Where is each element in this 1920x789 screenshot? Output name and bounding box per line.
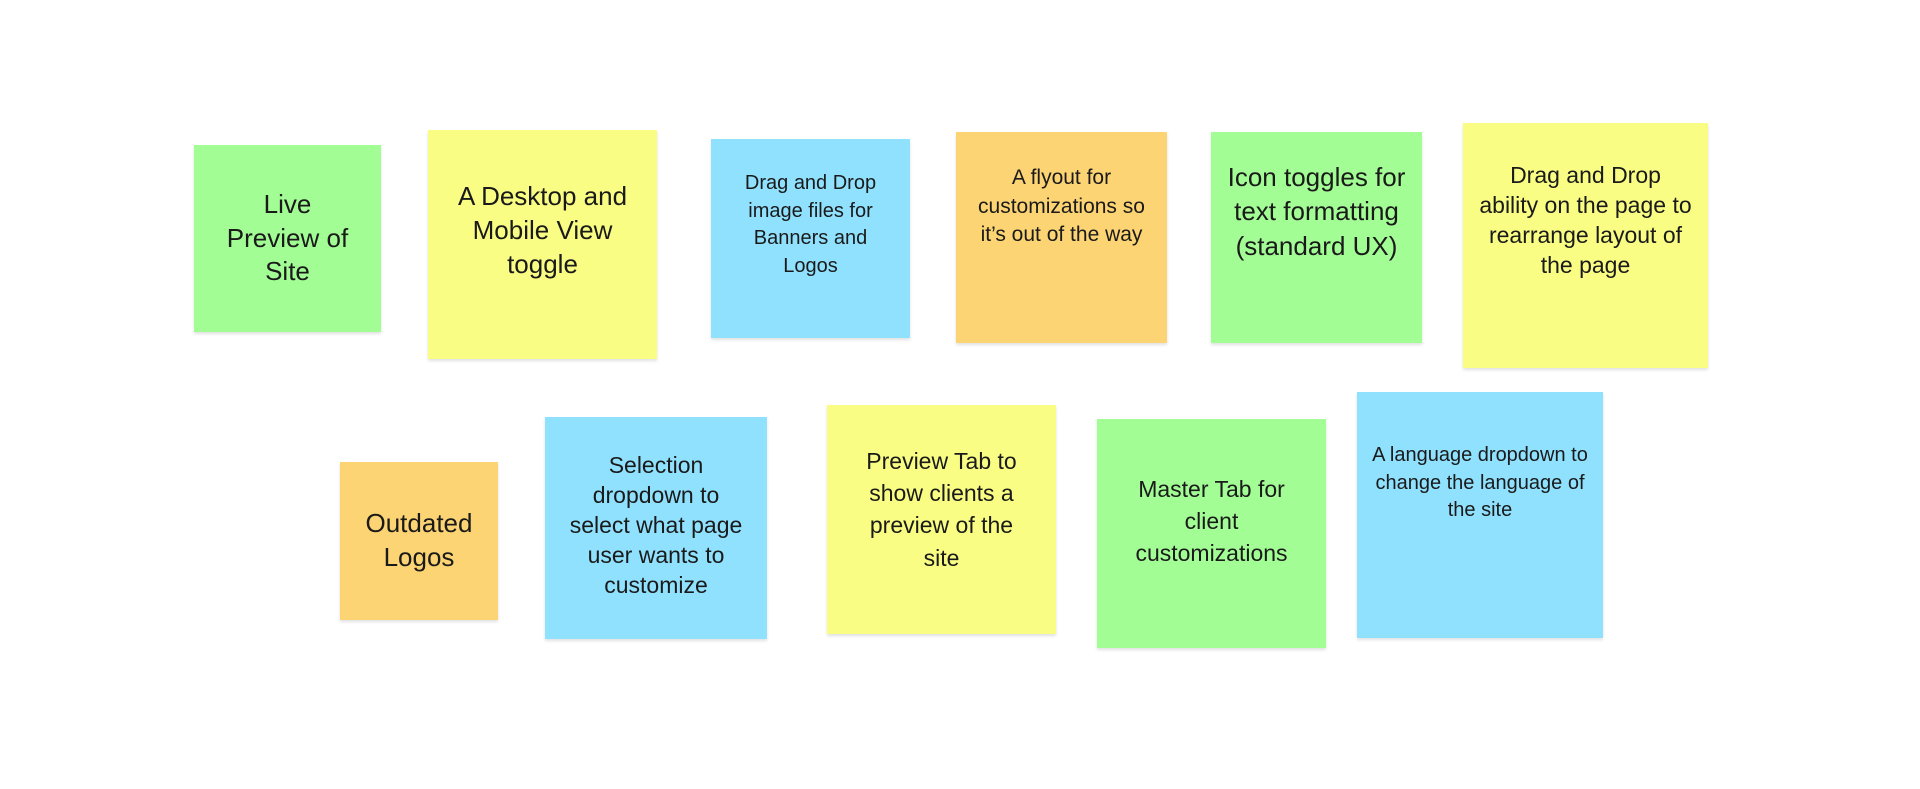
sticky-note-preview-tab[interactable]: Preview Tab to show clients a preview of…	[827, 405, 1056, 634]
sticky-note-desktop-mobile-toggle[interactable]: A Desktop and Mobile View toggle	[428, 130, 657, 359]
sticky-note-text: A language dropdown to change the langua…	[1372, 444, 1588, 522]
sticky-note-page-selection-dropdown[interactable]: Selection dropdown to select what page u…	[545, 417, 767, 639]
sticky-note-language-dropdown[interactable]: A language dropdown to change the langua…	[1357, 392, 1603, 638]
sticky-note-text: Icon toggles for text formatting (standa…	[1227, 162, 1406, 261]
sticky-note-text: Live Preview of Site	[226, 188, 349, 287]
sticky-note-text: Selection dropdown to select what page u…	[569, 452, 743, 598]
sticky-note-icon-toggles[interactable]: Icon toggles for text formatting (standa…	[1211, 132, 1422, 343]
sticky-note-outdated-logos[interactable]: Outdated Logos	[340, 462, 498, 620]
sticky-note-drag-drop-images[interactable]: Drag and Drop image files for Banners an…	[711, 139, 910, 338]
sticky-note-text: A flyout for customizations so it’s out …	[978, 166, 1145, 247]
sticky-note-customization-flyout[interactable]: A flyout for customizations so it’s out …	[956, 132, 1167, 343]
sticky-note-text: Outdated Logos	[365, 508, 473, 572]
sticky-note-text: Master Tab for client customizations	[1135, 476, 1288, 567]
sticky-note-live-preview[interactable]: Live Preview of Site	[194, 145, 381, 332]
sticky-note-text: Drag and Drop ability on the page to rea…	[1479, 162, 1692, 278]
sticky-note-text: Preview Tab to show clients a preview of…	[866, 448, 1017, 571]
sticky-note-text: A Desktop and Mobile View toggle	[457, 181, 628, 279]
sticky-note-drag-drop-layout[interactable]: Drag and Drop ability on the page to rea…	[1463, 123, 1708, 368]
sticky-note-master-tab[interactable]: Master Tab for client customizations	[1097, 419, 1326, 648]
sticky-note-text: Drag and Drop image files for Banners an…	[744, 172, 877, 277]
